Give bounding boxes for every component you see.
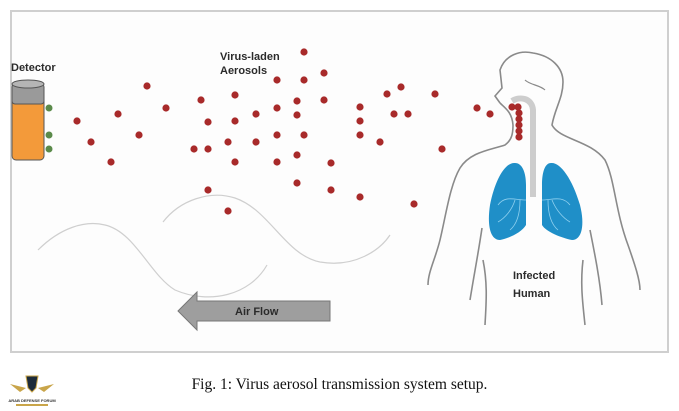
aerosol-particle <box>473 104 481 112</box>
aerosol-particle <box>87 138 95 146</box>
aerosol-particle <box>300 131 308 139</box>
aerosol-particle <box>231 158 239 166</box>
aerosol-particle <box>162 104 170 112</box>
aerosol-particle <box>376 138 384 146</box>
aerosol-particle <box>356 131 364 139</box>
aerosol-particle <box>486 110 494 118</box>
aerosol-particle <box>143 82 151 90</box>
trachea <box>510 95 536 197</box>
aerosol-particle <box>383 90 391 98</box>
aerosol-particle <box>515 109 523 117</box>
aerosol-particle <box>508 103 516 111</box>
sensor-dot <box>45 104 53 112</box>
aerosol-particle <box>515 133 523 141</box>
aerosol-particle <box>293 97 301 105</box>
detector-label: Detector <box>11 62 56 74</box>
aerosol-particle <box>224 138 232 146</box>
aerosol-particle <box>293 151 301 159</box>
aerosol-particle <box>273 131 281 139</box>
aerosol-particle <box>397 83 405 91</box>
aerosol-particle <box>231 91 239 99</box>
aerosol-particle <box>356 117 364 125</box>
aerosol-particle <box>231 117 239 125</box>
aerosol-particle <box>356 103 364 111</box>
aerosol-particle <box>515 127 523 135</box>
svg-text:ARAB DEFENSE FORUM: ARAB DEFENSE FORUM <box>8 398 56 403</box>
aerosol-particle <box>320 96 328 104</box>
aerosol-particles <box>73 48 523 215</box>
aerosol-particle <box>273 158 281 166</box>
aerosol-particle <box>204 186 212 194</box>
aerosol-particle <box>327 159 335 167</box>
sensor-dot <box>45 145 53 153</box>
aerosol-particle <box>204 118 212 126</box>
detector: Detector <box>11 62 56 161</box>
figure-caption: Fig. 1: Virus aerosol transmission syste… <box>191 376 488 393</box>
logo: ARAB DEFENSE FORUM <box>8 375 56 406</box>
aerosol-particle <box>190 145 198 153</box>
aerosol-particle <box>514 103 522 111</box>
aerosols-label-line2: Aerosols <box>220 65 267 77</box>
aerosol-particle <box>320 69 328 77</box>
aerosol-particle <box>204 145 212 153</box>
aerosol-particle <box>300 76 308 84</box>
aerosol-particle <box>252 138 260 146</box>
aerosol-particle <box>114 110 122 118</box>
aerosol-particle <box>293 111 301 119</box>
aerosol-particle <box>293 179 301 187</box>
aerosol-particle <box>515 121 523 129</box>
airflow-label: Air Flow <box>235 306 279 318</box>
human-label-line1: Infected <box>513 270 555 282</box>
aerosol-particle <box>410 200 418 208</box>
aerosol-particle <box>107 158 115 166</box>
human-label-line2: Human <box>513 288 551 300</box>
aerosol-particle <box>224 207 232 215</box>
aerosol-particle <box>404 110 412 118</box>
aerosol-particle <box>327 186 335 194</box>
aerosol-particle <box>390 110 398 118</box>
aerosol-particle <box>431 90 439 98</box>
aerosol-particle <box>252 110 260 118</box>
aerosol-particle <box>300 48 308 56</box>
aerosol-particle <box>73 117 81 125</box>
airflow-waves <box>37 194 391 298</box>
airflow-arrow: Air Flow <box>177 290 331 332</box>
aerosol-particle <box>135 131 143 139</box>
lungs <box>488 162 583 240</box>
aerosols-label-line1: Virus-laden <box>220 51 280 63</box>
aerosol-particle <box>515 115 523 123</box>
sensor-dot <box>45 131 53 139</box>
aerosol-particle <box>273 76 281 84</box>
aerosol-particle <box>356 193 364 201</box>
aerosol-particle <box>273 104 281 112</box>
aerosol-particle <box>197 96 205 104</box>
human-figure <box>427 51 641 326</box>
aerosol-particle <box>438 145 446 153</box>
